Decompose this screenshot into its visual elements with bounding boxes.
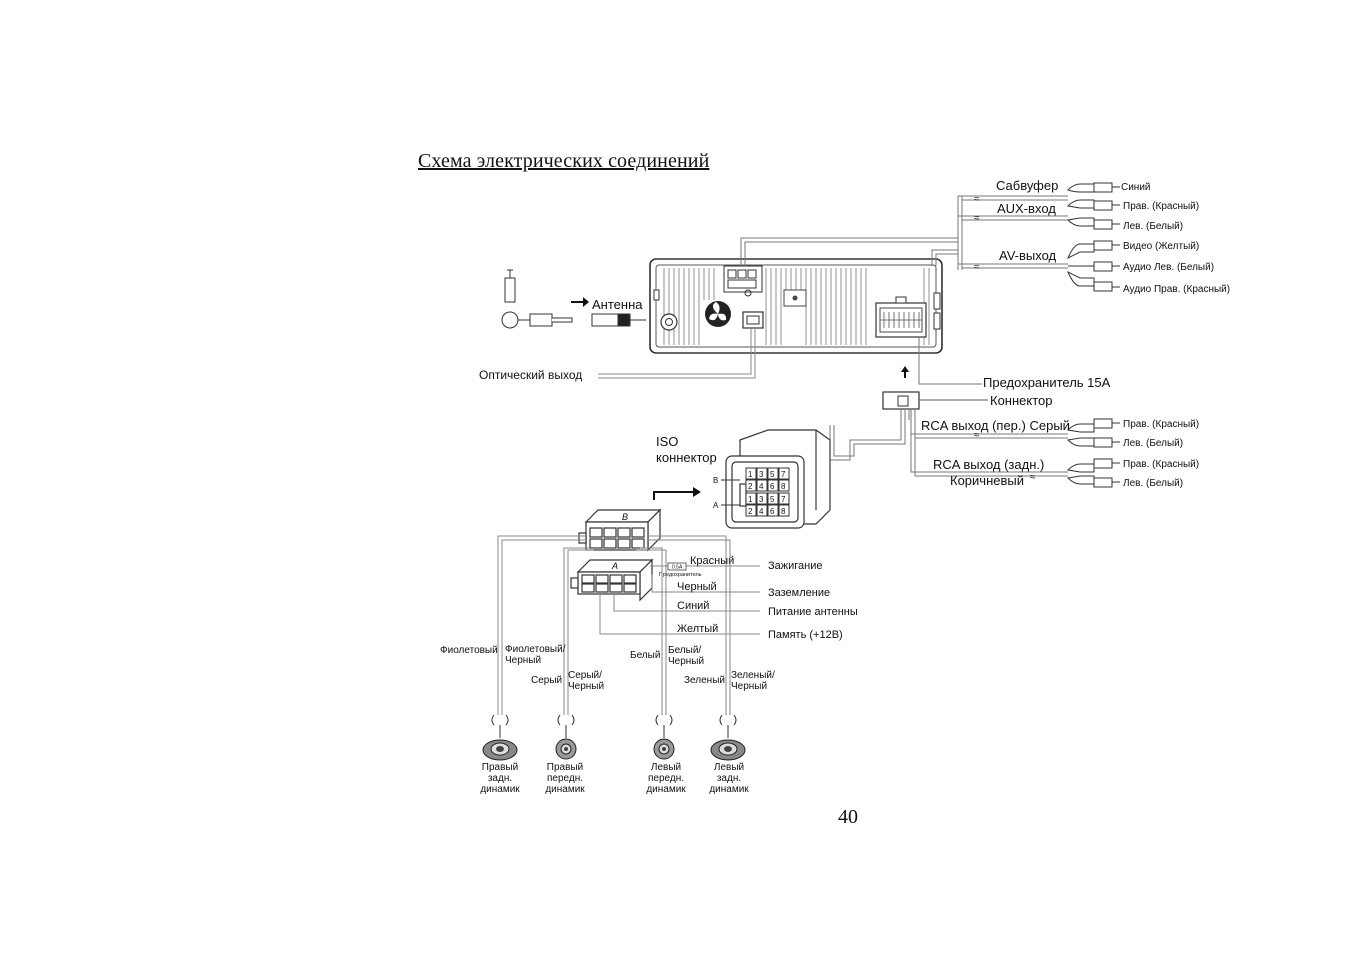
connector-block: [882, 391, 988, 410]
svg-text:≈: ≈: [974, 194, 980, 205]
green-wire-label: Зеленый: [684, 675, 725, 686]
speaker-icon: [653, 738, 675, 760]
grey-black-wire-label-2: Черный: [568, 681, 604, 692]
pin-a1: 1: [748, 495, 753, 504]
pin-a5: 5: [770, 495, 775, 504]
green-black-wire-label-1: Зеленый/: [731, 670, 775, 681]
speaker-rear-left-line2: задн.: [717, 773, 741, 784]
iso-row-a-label: A: [713, 501, 719, 510]
antenna-label: Антенна: [592, 297, 643, 312]
speaker-rear-right-line2: задн.: [488, 773, 512, 784]
aux-left-label: Лев. (Белый): [1123, 221, 1183, 232]
violet-black-wire-label-1: Фиолетовый/: [505, 644, 566, 655]
rca-front-left-label: Лев. (Белый): [1123, 438, 1183, 449]
av-output-label: AV-выход: [999, 248, 1057, 263]
pin-b1: 1: [748, 470, 753, 479]
speaker-rear-left-line3: динамик: [709, 784, 749, 795]
page-title: Схема электрических соединений: [418, 150, 710, 172]
ground-label: Заземление: [768, 587, 830, 599]
yellow-wire-label: Желтый: [677, 623, 718, 635]
pin-b3: 3: [759, 470, 764, 479]
antenna-power-label: Питание антенны: [768, 606, 858, 618]
violet-wire-label: Фиолетовый: [440, 645, 498, 656]
page-number: 40: [838, 806, 858, 828]
pin-b8: 8: [781, 482, 786, 491]
blue-wire-label: Синий: [677, 600, 709, 612]
antenna-icon: [501, 269, 646, 329]
speaker-front-left-line2: передн.: [648, 773, 684, 784]
grey-wire-label: Серый: [531, 675, 562, 686]
rca-rear-color-label: Коричневый: [950, 473, 1024, 488]
iso-label-line2: коннектор: [656, 450, 717, 465]
pin-a7: 7: [781, 495, 786, 504]
speaker-front-right-line2: передн.: [547, 773, 583, 784]
pin-b7: 7: [781, 470, 786, 479]
speaker-front-right-line3: динамик: [545, 784, 585, 795]
memory-label: Память (+12В): [768, 629, 843, 641]
block-a: [570, 558, 654, 602]
av-audio-right-label: Аудио Прав. (Красный): [1123, 284, 1230, 295]
speaker-icon: [555, 738, 577, 760]
aux-input-label: AUX-вход: [997, 201, 1056, 216]
speaker-front-left-line3: динамик: [646, 784, 686, 795]
speaker-rear-left-line1: Левый: [714, 762, 744, 773]
rca-rear-label: RCA выход (задн.): [933, 457, 1044, 472]
speaker-rear-right-line3: динамик: [480, 784, 520, 795]
av-video-label: Видео (Желтый): [1123, 241, 1199, 252]
rca-plugs-top: [1066, 182, 1120, 292]
block-b-letter: B: [622, 512, 628, 522]
rca-front-right-label: Прав. (Красный): [1123, 419, 1199, 430]
pin-a6: 6: [770, 507, 775, 516]
svg-text:≈: ≈: [974, 213, 980, 224]
white-wire-label: Белый: [630, 650, 660, 661]
svg-text:≈: ≈: [1030, 472, 1036, 483]
white-black-wire-label-1: Белый/: [668, 645, 701, 656]
block-a-letter: A: [611, 561, 618, 571]
svg-text:≈: ≈: [974, 430, 980, 441]
pin-a4: 4: [759, 507, 764, 516]
speaker-icon: [710, 739, 746, 761]
small-fuse-text: Предохранитель: [659, 572, 702, 578]
subwoofer-label: Сабвуфер: [996, 178, 1058, 193]
speaker-front-left-line1: Левый: [651, 762, 681, 773]
pin-a2: 2: [748, 507, 753, 516]
speaker-icon: [482, 739, 518, 761]
aux-right-label: Прав. (Красный): [1123, 201, 1199, 212]
speaker-rear-right-line1: Правый: [482, 762, 518, 773]
pin-b5: 5: [770, 470, 775, 479]
ignition-label: Зажигание: [768, 560, 823, 572]
green-black-wire-label-2: Черный: [731, 681, 767, 692]
pin-b6: 6: [770, 482, 775, 491]
black-wire-label: Черный: [677, 581, 717, 593]
rca-rear-right-label: Прав. (Красный): [1123, 459, 1199, 470]
pin-b2: 2: [748, 482, 753, 491]
iso-label-line1: ISO: [656, 434, 678, 449]
svg-text:≈: ≈: [974, 262, 980, 273]
subwoofer-color-label: Синий: [1121, 182, 1151, 193]
pin-a8: 8: [781, 507, 786, 516]
head-unit: [649, 258, 943, 354]
rca-front-label: RCA выход (пер.) Серый: [921, 418, 1070, 433]
pin-a3: 3: [759, 495, 764, 504]
av-audio-left-label: Аудио Лев. (Белый): [1123, 262, 1214, 273]
iso-pins: [745, 467, 790, 517]
block-b: [578, 508, 662, 552]
small-fuse-value: 0.5A: [672, 565, 683, 571]
grey-black-wire-label-1: Серый/: [568, 670, 602, 681]
red-wire-label: Красный: [690, 555, 734, 567]
pin-b4: 4: [759, 482, 764, 491]
connector-label: Коннектор: [990, 393, 1053, 408]
iso-row-b-label: B: [713, 476, 718, 485]
rca-rear-left-label: Лев. (Белый): [1123, 478, 1183, 489]
speaker-front-right-line1: Правый: [547, 762, 583, 773]
fuse-label: Предохранитель 15А: [983, 375, 1111, 390]
white-black-wire-label-2: Черный: [668, 656, 704, 667]
violet-black-wire-label-2: Черный: [505, 655, 541, 666]
optical-output-label: Оптический выход: [479, 368, 582, 382]
